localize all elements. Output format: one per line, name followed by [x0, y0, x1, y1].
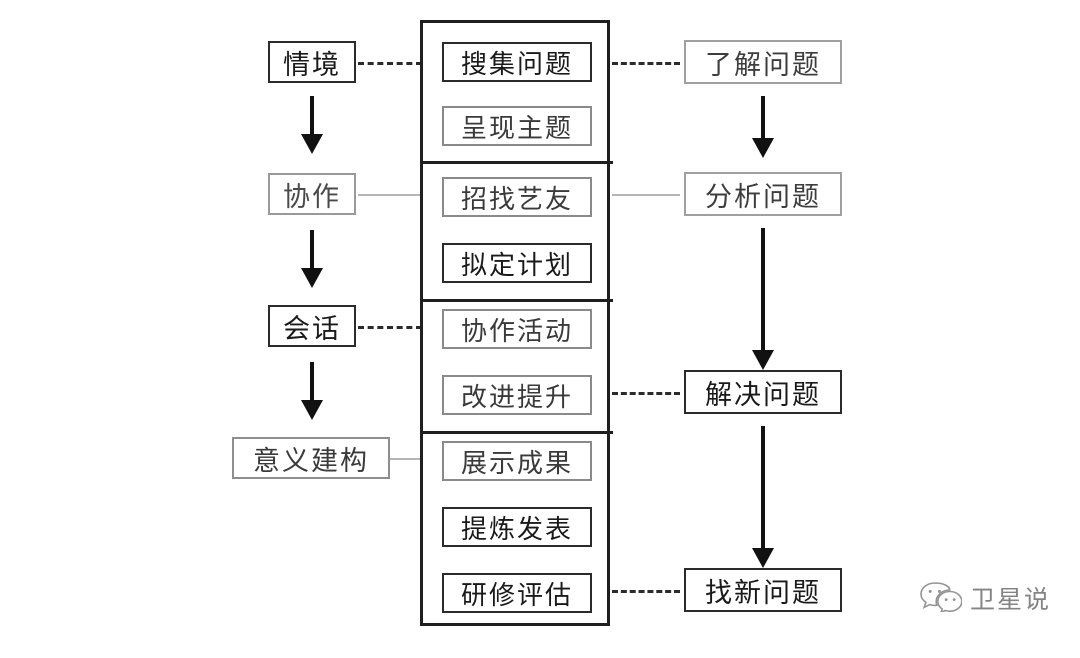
- connector-qingjing-to-soujiwenti: [358, 62, 422, 65]
- activity-box-xiezuohuodong: 协作活动: [442, 309, 592, 349]
- activity-box-chengxianzhuti: 呈现主题: [442, 106, 592, 146]
- activity-box-nidingjihua: 拟定计划: [442, 243, 592, 283]
- arrow-shaft: [761, 426, 765, 550]
- stage-box-qingjing: 情境: [268, 41, 356, 83]
- connector-gaijintisheng-to-jiejuewenti: [612, 392, 680, 395]
- arrow-shaft: [310, 362, 314, 402]
- arrow-huihua-to-yiyi: [301, 362, 323, 420]
- connector-zhaozhaoyiyou-to-fenxiwenti: [612, 194, 680, 196]
- connector-xiezuo-to-zhaozhaoyiyou: [358, 194, 422, 196]
- activity-box-soujiwenti: 搜集问题: [442, 42, 592, 82]
- connector-huihua-to-xiezuohuodong: [358, 326, 422, 329]
- activity-box-zhanshichengguo: 展示成果: [442, 441, 592, 481]
- arrow-shaft: [761, 96, 765, 140]
- group-divider-3: [423, 431, 613, 434]
- outcome-box-liaojiewenti: 了解问题: [684, 40, 842, 84]
- arrow-head: [752, 350, 774, 370]
- arrow-head: [301, 268, 323, 288]
- stage-box-yiyijiangou: 意义建构: [232, 437, 390, 479]
- arrow-fenxi-to-jiejue: [752, 228, 774, 370]
- activity-box-yanxiupinggu: 研修评估: [442, 573, 592, 613]
- stage-box-huihua: 会话: [268, 305, 356, 347]
- activity-flow-container: 搜集问题 呈现主题 招找艺友 拟定计划 协作活动 改进提升 展示成果 提炼发表 …: [420, 20, 613, 626]
- arrow-jiejue-to-zhaoxin: [752, 426, 774, 568]
- group-divider-1: [423, 161, 613, 164]
- arrow-head: [752, 138, 774, 158]
- connector-yanxiupinggu-to-zhaoxinwenti: [612, 590, 680, 593]
- connector-soujiwenti-to-liaojiewenti: [612, 62, 680, 65]
- arrow-head: [301, 400, 323, 420]
- arrow-shaft: [761, 228, 765, 352]
- arrow-liaojie-to-fenxi: [752, 96, 774, 158]
- arrow-xiezuo-to-huihua: [301, 230, 323, 288]
- stage-box-xiezuo: 协作: [268, 173, 356, 215]
- activity-box-gaijintisheng: 改进提升: [442, 375, 592, 415]
- wechat-logo-icon: [920, 580, 963, 616]
- arrow-head: [752, 548, 774, 568]
- outcome-box-fenxiwenti: 分析问题: [684, 172, 842, 216]
- outcome-box-jiejuewenti: 解决问题: [684, 370, 842, 414]
- arrow-shaft: [310, 96, 314, 136]
- activity-box-zhaozhaoyiyou: 招找艺友: [442, 177, 592, 217]
- activity-box-tilianfabiao: 提炼发表: [442, 507, 592, 547]
- watermark: 卫星说: [920, 580, 1051, 616]
- connector-yiyijiangou-to-zhanshichengguo: [390, 458, 422, 460]
- arrow-head: [301, 134, 323, 154]
- group-divider-2: [423, 299, 613, 302]
- watermark-text: 卫星说: [970, 585, 1052, 614]
- outcome-box-zhaoxinwenti: 找新问题: [684, 568, 842, 612]
- arrow-shaft: [310, 230, 314, 270]
- arrow-qingjing-to-xiezuo: [301, 96, 323, 154]
